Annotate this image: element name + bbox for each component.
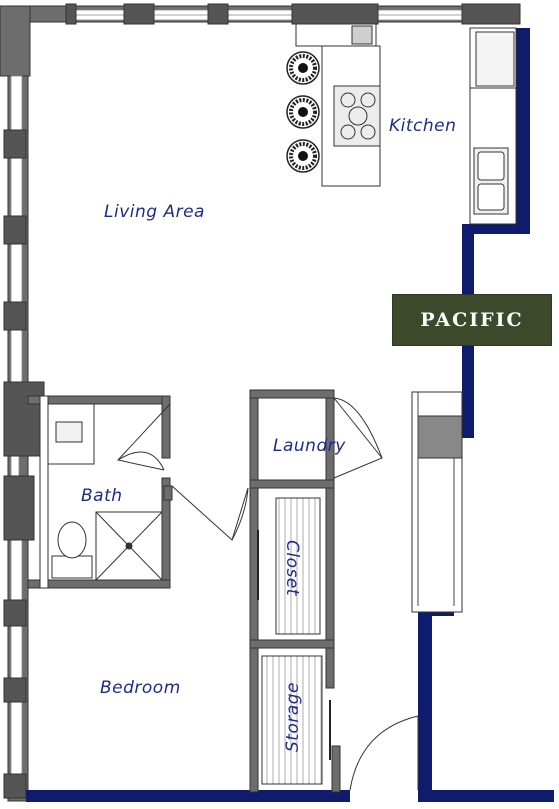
- blue-walls: [26, 28, 554, 802]
- room-label-bedroom: Bedroom: [100, 678, 181, 698]
- room-label-kitchen: Kitchen: [389, 116, 456, 136]
- balcony-column: [411, 391, 463, 613]
- bedroom-door: [171, 485, 249, 541]
- bar-stools: [286, 51, 320, 173]
- kitchen-cabinets: [469, 27, 517, 225]
- laundry-door: [333, 397, 383, 479]
- left-windows: [10, 75, 23, 775]
- brand-name: PACIFIC: [420, 309, 524, 331]
- brand-badge: PACIFIC: [392, 294, 552, 346]
- bath-walls: [27, 395, 171, 589]
- room-label-living-area: Living Area: [104, 202, 205, 222]
- room-label-bath: Bath: [81, 486, 123, 506]
- entry-door: [349, 715, 419, 791]
- vanity: [47, 403, 95, 465]
- toilet: [51, 521, 93, 579]
- room-label-storage: Storage: [283, 682, 303, 752]
- bath-door: [117, 403, 171, 471]
- room-label-laundry: Laundry: [273, 436, 346, 456]
- kitchen-island: [321, 45, 381, 187]
- room-label-closet: Closet: [282, 540, 302, 597]
- shower: [95, 511, 163, 581]
- closet-shelving: [261, 497, 323, 785]
- interior-walls: [163, 389, 341, 793]
